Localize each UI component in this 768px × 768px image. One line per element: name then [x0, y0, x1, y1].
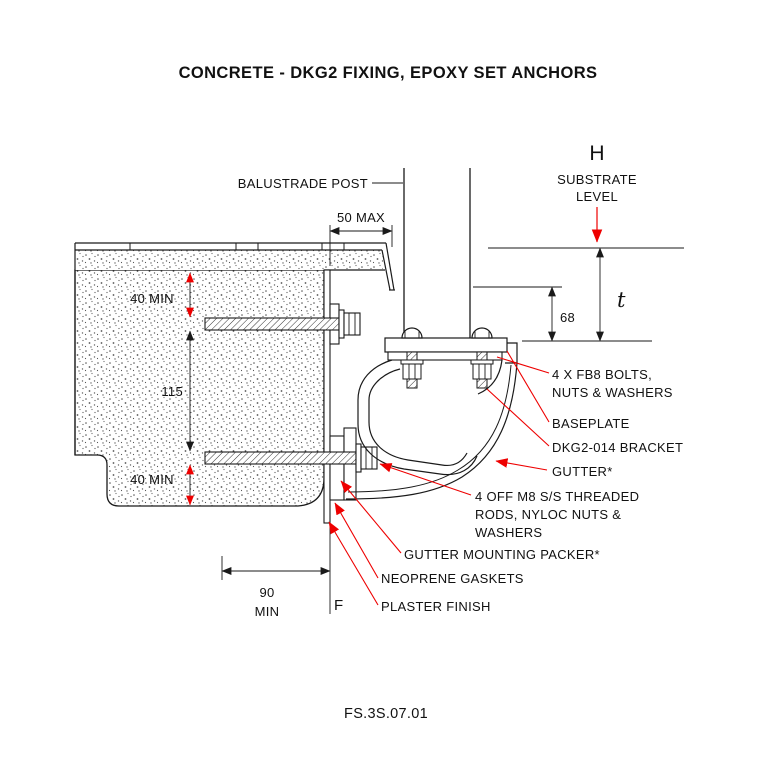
screed-layer: [75, 250, 383, 270]
leader-baseplate: [506, 350, 550, 423]
leader-plaster: [328, 521, 379, 606]
callout-rods-line1: 4 OFF M8 S/S THREADED: [475, 489, 639, 504]
leader-packer: [340, 480, 402, 554]
dim-90min-lines: [221, 523, 331, 614]
top-finish-layer: [74, 242, 386, 455]
dkg2-bracket: [357, 351, 503, 476]
callout-gutter: GUTTER*: [552, 464, 613, 479]
callout-fb8-line1: 4 X FB8 BOLTS,: [552, 367, 652, 382]
gutter-mounting-packer: [329, 435, 345, 501]
dim-f-label: F: [334, 597, 343, 614]
dim-90-label: 90: [259, 585, 274, 600]
plaster-finish: [323, 269, 331, 524]
callout-bracket: DKG2-014 BRACKET: [552, 440, 683, 455]
fb8-bolt-right: [470, 327, 494, 389]
callout-plaster: PLASTER FINISH: [381, 599, 491, 614]
callout-packer: GUTTER MOUNTING PACKER*: [404, 547, 600, 562]
dim-40min-top-label: 40 MIN: [130, 291, 174, 306]
dim-115-label: 115: [161, 384, 183, 399]
washer-upper: [338, 309, 345, 339]
threaded-rod-upper: [204, 309, 361, 339]
leader-gaskets: [334, 502, 379, 579]
callout-rods-line3: WASHERS: [475, 525, 542, 540]
dim-90-min-label: MIN: [255, 604, 280, 619]
fb8-bolt-left: [400, 327, 424, 389]
callout-rods-line2: RODS, NYLOC NUTS &: [475, 507, 621, 522]
leader-gutter: [495, 458, 548, 471]
annotation-leaders: [328, 207, 603, 606]
callout-baseplate: BASEPLATE: [552, 416, 630, 431]
washer-lower: [355, 443, 362, 473]
dim-t-lines: [522, 247, 652, 342]
drip-edge: [381, 242, 395, 291]
dim-50max-label: 50 MAX: [337, 210, 385, 225]
concrete-slab: [74, 269, 325, 507]
callout-gaskets: NEOPRENE GASKETS: [381, 571, 524, 586]
dim-40min-bottom-label: 40 MIN: [130, 472, 174, 487]
leader-bracket: [486, 388, 550, 447]
dim-50max-lines: [329, 225, 393, 266]
substrate-level-label-2: LEVEL: [576, 189, 618, 204]
gutter-profile: [345, 342, 518, 500]
dim-68-lines: [473, 286, 562, 342]
leader-rods: [379, 463, 472, 496]
baseplate: [384, 337, 508, 353]
callout-fb8-line2: NUTS & WASHERS: [552, 385, 673, 400]
drawing-title: CONCRETE - DKG2 FIXING, EPOXY SET ANCHOR…: [179, 64, 598, 82]
dim-h-label: H: [589, 142, 604, 165]
threaded-rod-lower: [204, 443, 378, 473]
nyloc-nut-lower: [360, 446, 378, 470]
nyloc-nut-upper: [343, 312, 361, 336]
drawing-number: FS.3S.07.01: [344, 706, 428, 722]
dim-68-label: 68: [560, 310, 575, 325]
substrate-level-label-1: SUBSTRATE: [557, 172, 637, 187]
balustrade-post-label: BALUSTRADE POST: [238, 176, 368, 191]
leader-fb8: [496, 356, 550, 374]
dim-t-label: t: [617, 288, 626, 312]
balustrade-post: [403, 168, 471, 338]
